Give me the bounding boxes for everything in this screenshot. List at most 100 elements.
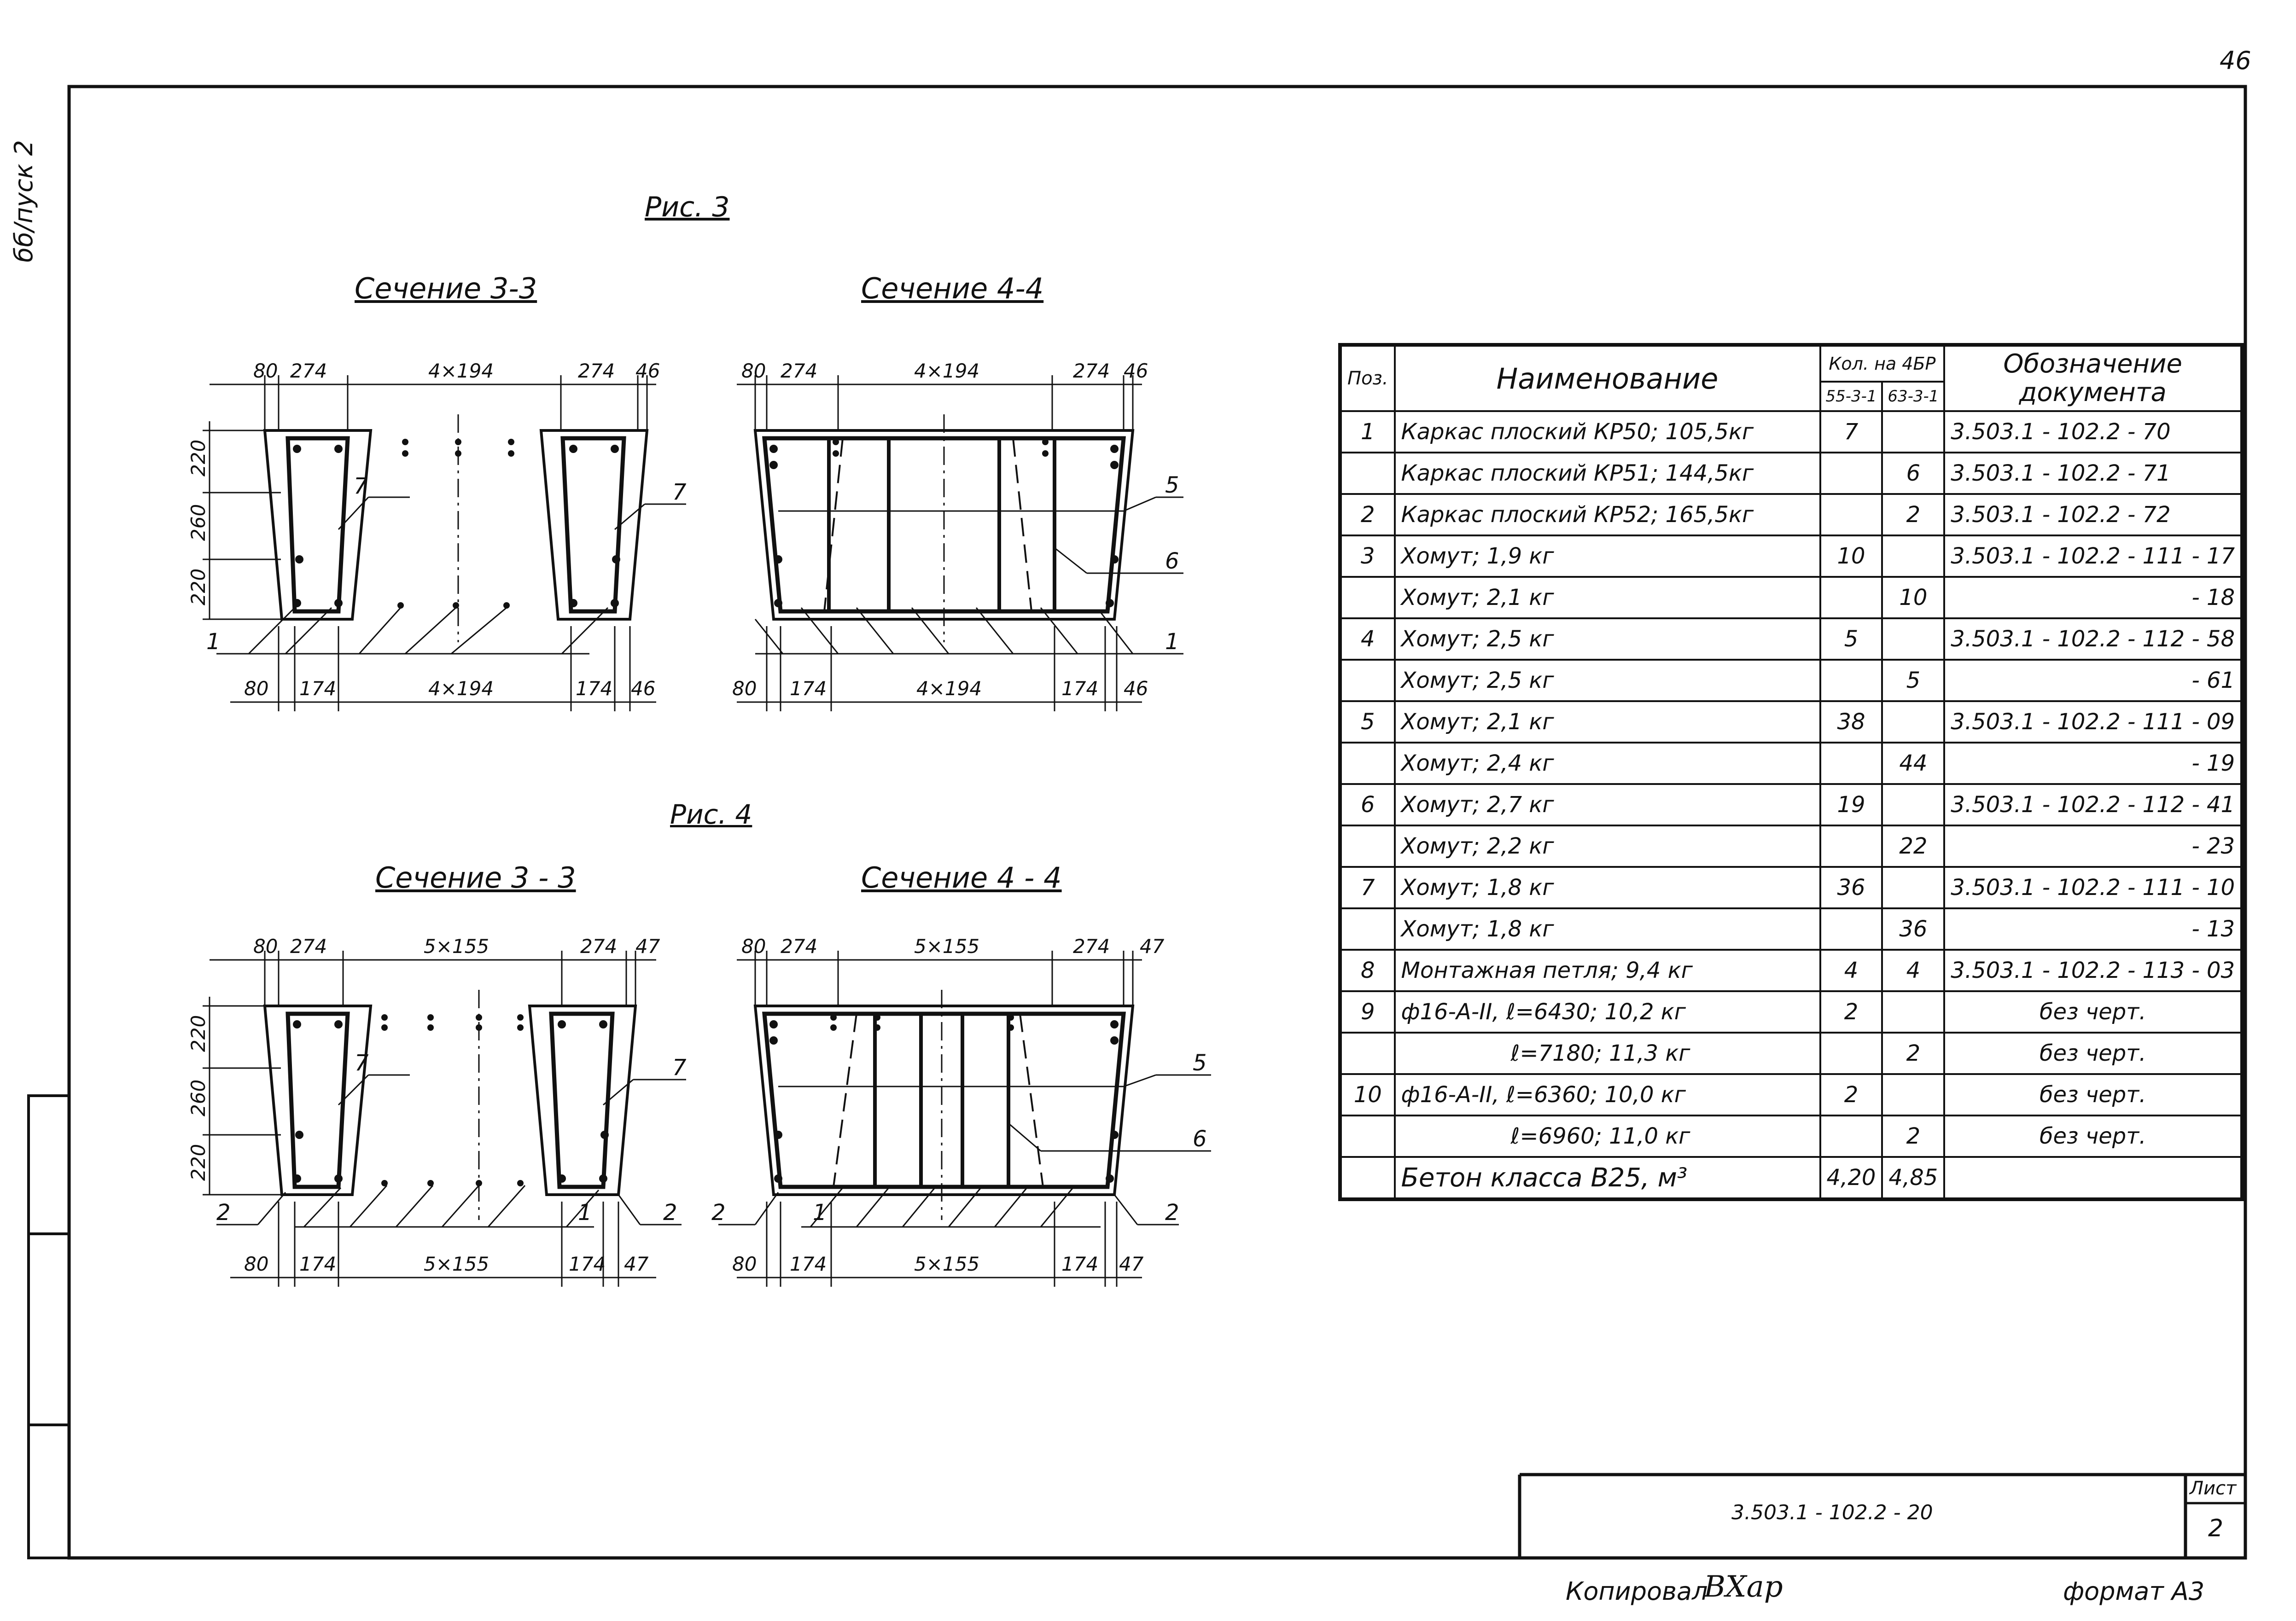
callout: 2 <box>1165 1200 1179 1226</box>
row-pos <box>1339 742 1396 785</box>
footer-qty-a: 4,20 <box>1819 1156 1883 1200</box>
callout: 2 <box>216 1200 231 1226</box>
row-qty-b: 5 <box>1881 659 1946 702</box>
header-qty-b: 63-3-1 <box>1881 381 1946 412</box>
row-qty-a <box>1819 576 1883 619</box>
row-qty-a: 5 <box>1819 617 1883 661</box>
dim-top: 5×155 <box>914 935 979 958</box>
row-pos: 5 <box>1339 700 1396 744</box>
row-qty-a <box>1819 659 1883 702</box>
row-qty-a <box>1819 493 1883 536</box>
row-qty-b: 4 <box>1881 949 1946 992</box>
dim-bottom: 46 <box>1124 677 1148 700</box>
row-name: ℓ=7180; 11,3 кг <box>1393 1032 1821 1075</box>
dim-top: 4×194 <box>428 360 494 382</box>
row-name: Каркас плоский КР52; 165,5кг <box>1393 493 1821 536</box>
dim-left: 220 <box>187 440 210 476</box>
dim-left: 260 <box>187 504 210 541</box>
footer-name: Бетон класса В25, м³ <box>1393 1156 1821 1200</box>
dim-bottom: 174 <box>1061 677 1098 700</box>
row-pos: 4 <box>1339 617 1396 661</box>
row-name: Хомут; 1,8 кг <box>1393 907 1821 951</box>
row-name: ℓ=6960; 11,0 кг <box>1393 1115 1821 1158</box>
dim-bottom: 80 <box>244 1253 268 1275</box>
dim-bottom: 174 <box>790 677 827 700</box>
row-qty-a: 4 <box>1819 949 1883 992</box>
row-name: Монтажная петля; 9,4 кг <box>1393 949 1821 992</box>
dim-top: 274 <box>578 360 615 382</box>
row-qty-b <box>1881 535 1946 578</box>
dim-left: 220 <box>187 569 210 605</box>
dim-bottom: 80 <box>244 677 268 700</box>
row-qty-b: 44 <box>1881 742 1946 785</box>
dim-bottom: 80 <box>732 677 757 700</box>
row-doc: - 23 <box>1943 825 2244 868</box>
header-name: Наименование <box>1393 344 1821 412</box>
dim-bottom: 174 <box>1061 1253 1098 1275</box>
dim-top: 47 <box>635 935 660 958</box>
callout: 7 <box>355 1050 369 1076</box>
dim-top: 46 <box>1124 360 1148 382</box>
row-name: Хомут; 2,1 кг <box>1393 576 1821 619</box>
dim-left: 260 <box>187 1080 210 1116</box>
row-qty-b: 22 <box>1881 825 1946 868</box>
row-qty-b: 2 <box>1881 493 1946 536</box>
dim-top: 274 <box>580 935 617 958</box>
row-qty-b <box>1881 700 1946 744</box>
page-number: 46 <box>2220 46 2251 75</box>
dim-top: 47 <box>1140 935 1165 958</box>
row-name: Хомут; 1,9 кг <box>1393 535 1821 578</box>
row-name: ф16-А-II, ℓ=6430; 10,2 кг <box>1393 990 1821 1034</box>
callout: 6 <box>1165 548 1179 574</box>
dim-bottom: 47 <box>624 1253 649 1275</box>
dim-top: 274 <box>290 360 327 382</box>
row-qty-b: 10 <box>1881 576 1946 619</box>
row-doc: без черт. <box>1943 1115 2244 1158</box>
row-doc: 3.503.1 - 102.2 - 72 <box>1943 493 2244 536</box>
footer-doc-empty <box>1943 1156 2244 1200</box>
row-qty-b: 2 <box>1881 1115 1946 1158</box>
callout: 1 <box>206 629 221 655</box>
row-pos: 7 <box>1339 866 1396 909</box>
row-qty-a <box>1819 452 1883 495</box>
dim-bottom: 47 <box>1119 1253 1144 1275</box>
row-pos: 8 <box>1339 949 1396 992</box>
fig4-sec44-title: Сечение 4 - 4 <box>861 861 1062 895</box>
dim-bottom: 174 <box>299 677 336 700</box>
row-qty-a <box>1819 742 1883 785</box>
row-pos <box>1339 825 1396 868</box>
row-pos: 9 <box>1339 990 1396 1034</box>
fig3-sec44-title: Сечение 4-4 <box>861 272 1044 305</box>
dim-top: 274 <box>290 935 327 958</box>
row-qty-a: 19 <box>1819 783 1883 826</box>
row-pos <box>1339 452 1396 495</box>
row-doc: 3.503.1 - 102.2 - 112 - 41 <box>1943 783 2244 826</box>
dim-top: 4×194 <box>914 360 979 382</box>
row-pos <box>1339 1032 1396 1075</box>
dim-left: 220 <box>187 1015 210 1052</box>
row-doc: - 61 <box>1943 659 2244 702</box>
row-qty-b: 36 <box>1881 907 1946 951</box>
row-doc: без черт. <box>1943 1073 2244 1116</box>
row-name: Хомут; 2,4 кг <box>1393 742 1821 785</box>
row-doc: 3.503.1 - 102.2 - 111 - 17 <box>1943 535 2244 578</box>
dim-top: 5×155 <box>424 935 489 958</box>
specification-table: Поз. Наименование Кол. на 4БР Обозначени… <box>1338 343 2244 1201</box>
footer-qty-b: 4,85 <box>1881 1156 1946 1200</box>
row-qty-a: 10 <box>1819 535 1883 578</box>
row-name: Хомут; 2,5 кг <box>1393 659 1821 702</box>
row-doc: 3.503.1 - 102.2 - 71 <box>1943 452 2244 495</box>
row-qty-b: 2 <box>1881 1032 1946 1075</box>
copied-by-label: Копировал <box>1566 1577 1708 1606</box>
dim-top: 80 <box>741 935 766 958</box>
row-qty-a <box>1819 1115 1883 1158</box>
title-block-doc: 3.503.1 - 102.2 - 20 <box>1731 1501 1933 1524</box>
dim-bottom: 174 <box>576 677 612 700</box>
